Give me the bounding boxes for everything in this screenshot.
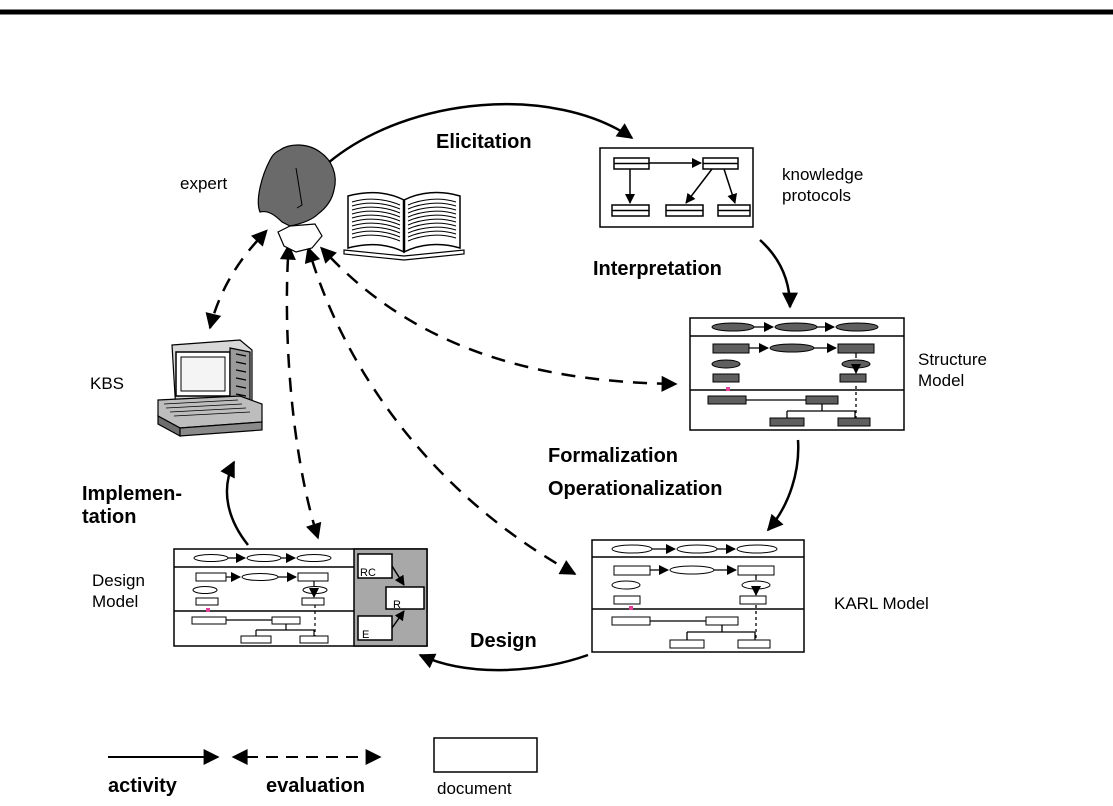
elicitation-arrow bbox=[327, 102, 634, 164]
interpretation-arrow bbox=[759, 239, 798, 309]
design-box-rc-label: RC bbox=[360, 567, 376, 579]
evaluation-expert-kbs bbox=[205, 229, 268, 330]
expert-label: expert bbox=[180, 174, 228, 193]
book-icon bbox=[343, 191, 465, 261]
design-box-e-label: E bbox=[362, 629, 369, 641]
structure-model-label-line2: Model bbox=[918, 371, 965, 390]
knowledge-protocols-doc bbox=[599, 147, 754, 228]
legend bbox=[108, 737, 538, 773]
evaluation-expert-structure bbox=[320, 246, 678, 392]
formalization-arrow bbox=[766, 439, 800, 532]
design-model-doc: RC R E bbox=[173, 548, 428, 647]
implementation-label-line1: Implemen- bbox=[82, 483, 183, 505]
karl-model-doc bbox=[591, 539, 805, 653]
legend-document-box bbox=[433, 737, 538, 773]
knowledge-protocols-label-line2: protocols bbox=[782, 186, 851, 205]
design-box-r-label: R bbox=[393, 599, 401, 611]
design-activity-label: Design bbox=[470, 630, 537, 652]
design-model-label-line2: Model bbox=[92, 592, 139, 611]
formalization-label: Formalization bbox=[548, 445, 679, 467]
design-arrow bbox=[418, 653, 589, 672]
structure-model-label-line1: Structure bbox=[918, 350, 987, 369]
legend-activity-label: activity bbox=[108, 775, 177, 797]
elicitation-label: Elicitation bbox=[436, 131, 532, 153]
interpretation-label: Interpretation bbox=[593, 258, 722, 280]
implementation-arrow bbox=[220, 460, 249, 546]
knowledge-protocols-label-line1: knowledge bbox=[782, 165, 864, 184]
design-box-rc bbox=[357, 553, 393, 579]
evaluation-expert-karl bbox=[304, 246, 577, 576]
karl-model-label: KARL Model bbox=[834, 594, 929, 613]
operationalization-label: Operationalization bbox=[548, 478, 723, 500]
expert-icon bbox=[257, 144, 336, 253]
kbs-label: KBS bbox=[90, 374, 125, 393]
legend-evaluation-label: evaluation bbox=[266, 775, 365, 797]
computer-icon bbox=[157, 339, 263, 438]
legend-document-label: document bbox=[437, 779, 512, 798]
evaluation-expert-design bbox=[279, 243, 322, 540]
design-box-r bbox=[385, 586, 425, 610]
implementation-label-line2: tation bbox=[82, 506, 137, 528]
structure-model-doc bbox=[689, 317, 905, 431]
design-model-label-line1: Design bbox=[92, 571, 145, 590]
